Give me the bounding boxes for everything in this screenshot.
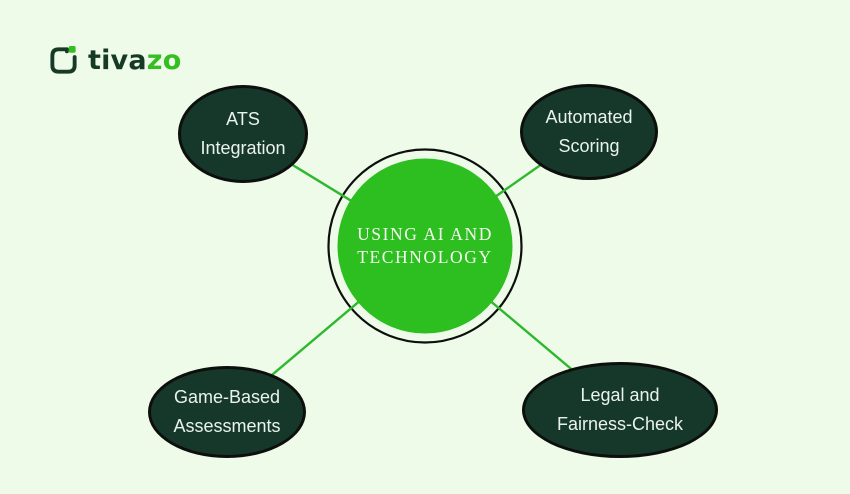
- center-outer-ring: [327, 148, 523, 344]
- central-topic: USING AI AND TECHNOLOGY: [310, 223, 540, 269]
- node-automated-scoring: Automated Scoring: [520, 84, 658, 180]
- node-label-line: Automated: [545, 107, 633, 127]
- node-label-line: Legal and: [580, 385, 660, 405]
- node-ats-integration: ATS Integration: [178, 85, 308, 183]
- central-topic-line2: TECHNOLOGY: [357, 247, 493, 267]
- brand-name-part1: tiva: [88, 45, 147, 76]
- central-topic-line1: USING AI AND: [357, 224, 493, 244]
- brand-name-part2: zo: [146, 45, 182, 76]
- node-game-based-assessments: Game-Based Assessments: [148, 366, 306, 458]
- node-label-line: Game-Based: [173, 387, 281, 407]
- node-legal-and-fairness-check: Legal and Fairness-Check: [522, 362, 718, 458]
- node-label-line: Fairness-Check: [556, 414, 684, 434]
- node-label-line: ATS: [226, 109, 260, 129]
- node-label-line: Assessments: [173, 416, 281, 436]
- tivazo-logo-icon: [50, 45, 77, 74]
- node-label-line: Integration: [200, 138, 286, 158]
- brand-name: tivazo: [88, 45, 181, 76]
- brand-logo: tivazo: [48, 45, 181, 76]
- node-label-line: Scoring: [558, 136, 620, 156]
- center-circle: [337, 158, 513, 334]
